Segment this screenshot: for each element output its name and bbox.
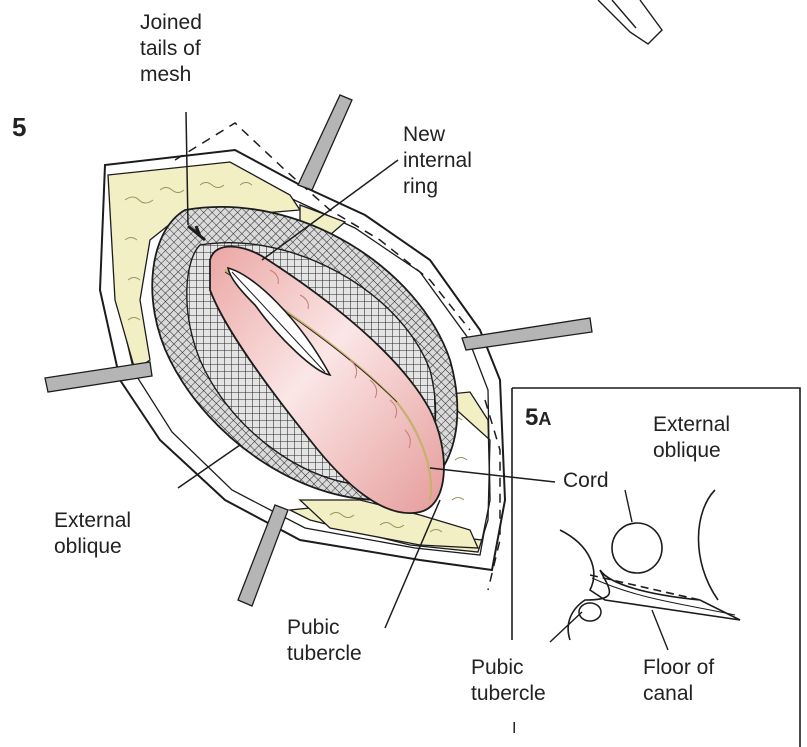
label-new-internal-ring: New internal ring [403,122,472,200]
inset-number: 5A [525,404,551,432]
inset-number-sub: A [538,409,551,429]
page-mark: I [512,716,516,742]
label-external-oblique-inset: External oblique [653,412,730,464]
inset-number-main: 5 [525,404,538,431]
label-cord: Cord [563,468,609,494]
label-pubic-tubercle-main: Pubic tubercle [287,615,362,667]
instrument-top [598,0,662,44]
label-external-oblique-main: External oblique [54,508,131,560]
label-floor-of-canal: Floor of canal [643,655,714,707]
label-joined-tails-of-mesh: Joined tails of mesh [140,10,202,88]
figure-number: 5 [12,112,26,143]
label-pubic-tubercle-inset: Pubic tubercle [471,655,546,707]
